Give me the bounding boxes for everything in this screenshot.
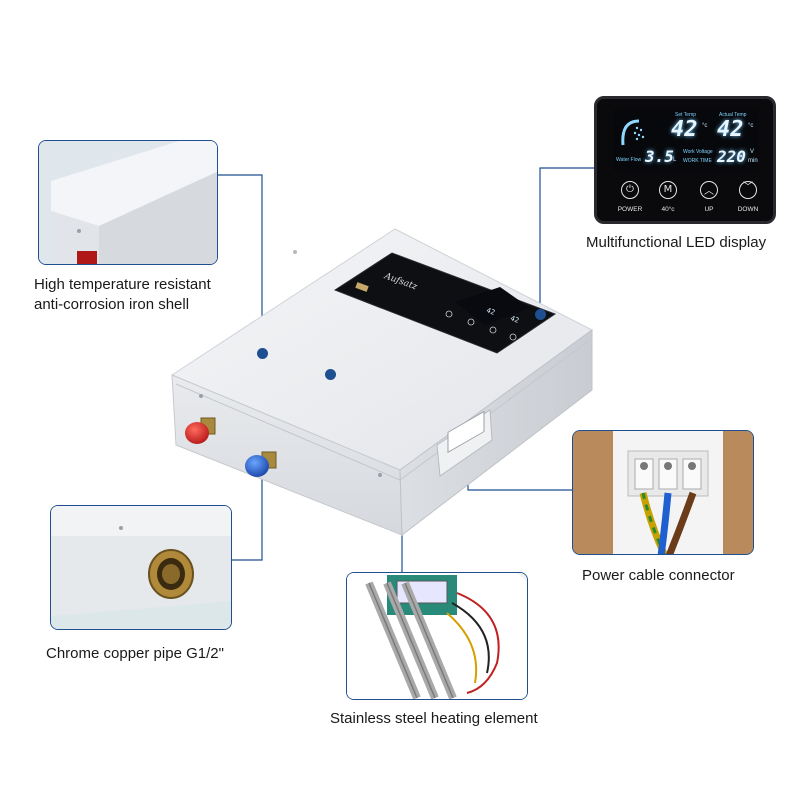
- set-temp-value: 42: [671, 117, 698, 142]
- water-flow-label: Water Flow: [616, 157, 642, 163]
- down-arrow-icon[interactable]: ﹀: [739, 181, 757, 199]
- water-flow-value: 3.5: [645, 147, 674, 166]
- mode-button-label: 40°c: [661, 206, 675, 213]
- led-display-closeup: Set Temp Actual Temp 42 °c 42 °c Water F…: [594, 96, 776, 224]
- power-button-label: POWER: [617, 206, 643, 213]
- svg-text:42: 42: [509, 314, 520, 324]
- cold-water-valve: [245, 451, 277, 477]
- actual-temp-value: 42: [717, 117, 744, 142]
- pipe-closeup-image: [50, 505, 232, 630]
- set-temp-unit: °c: [702, 123, 708, 129]
- heating-closeup-image: [346, 572, 528, 700]
- connector-closeup-image: [572, 430, 754, 555]
- display-marker-dot: [534, 308, 546, 320]
- display-caption: Multifunctional LED display: [586, 234, 767, 251]
- shower-icon: [621, 119, 645, 146]
- voltage-value: 220: [717, 147, 746, 166]
- power-icon[interactable]: ⏻: [621, 181, 639, 199]
- time-unit: min: [748, 158, 758, 164]
- connector-caption: Power cable connector: [582, 567, 735, 584]
- shell-caption-line2: anti-corrosion iron shell: [34, 296, 190, 313]
- actual-temp-label: Actual Temp: [719, 112, 747, 118]
- work-voltage-label: Work Voltage: [683, 149, 713, 155]
- mode-icon[interactable]: M: [659, 181, 677, 199]
- led-screen: Set Temp Actual Temp 42 °c 42 °c Water F…: [613, 109, 759, 171]
- water-flow-unit: L: [673, 157, 677, 163]
- up-button-label: UP: [704, 206, 714, 213]
- actual-temp-unit: °c: [748, 123, 754, 129]
- shell-caption-line1: High temperature resistant: [34, 276, 211, 293]
- shell-caption: High temperature resistant anti-corrosio…: [34, 275, 211, 315]
- set-temp-label: Set Temp: [675, 112, 697, 118]
- shell-closeup-image: [38, 140, 218, 265]
- heating-marker-dot: [324, 368, 336, 380]
- down-button-label: DOWN: [737, 206, 759, 213]
- shell-marker-dot: [256, 347, 268, 359]
- up-arrow-icon[interactable]: ︿: [700, 181, 718, 199]
- voltage-unit: V: [750, 149, 755, 155]
- hot-water-valve: [185, 417, 216, 444]
- svg-text:42: 42: [485, 306, 496, 316]
- work-time-label: WORK TIME: [683, 158, 712, 164]
- pipe-caption: Chrome copper pipe G1/2": [46, 645, 224, 662]
- heating-caption: Stainless steel heating element: [330, 710, 538, 727]
